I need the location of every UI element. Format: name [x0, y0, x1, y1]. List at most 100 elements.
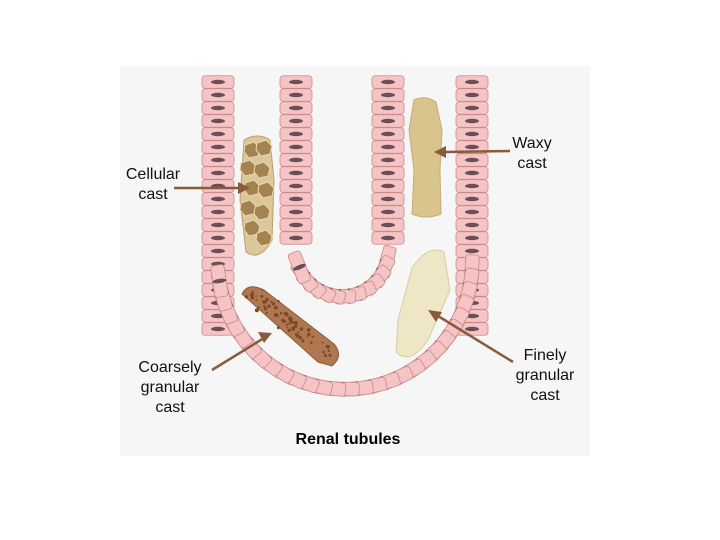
epithelial-cell [201, 153, 235, 167]
epithelial-cell [279, 231, 313, 245]
epithelial-cell [455, 88, 489, 102]
epithelial-cell [455, 244, 489, 258]
epithelial-cell [455, 179, 489, 193]
granule [250, 296, 254, 300]
granule [299, 327, 304, 331]
cellular-cast [239, 135, 275, 256]
granule [326, 345, 330, 349]
epithelial-cell [201, 114, 235, 128]
epithelial-cell [455, 114, 489, 128]
granule [260, 294, 264, 298]
finely-granular-cast [395, 249, 451, 358]
cast-cell [239, 159, 257, 177]
granule [306, 328, 311, 332]
tubule-cells [201, 75, 489, 397]
epithelial-cell [287, 250, 311, 284]
epithelial-cell [455, 75, 489, 89]
epithelial-cell [455, 218, 489, 232]
granule [288, 322, 291, 325]
granule [296, 336, 299, 338]
epithelial-cell [201, 205, 235, 219]
coarsely-granular-label-line3: cast [155, 399, 185, 416]
granule [293, 320, 298, 325]
granule [306, 333, 311, 337]
epithelial-cell [455, 127, 489, 141]
epithelial-cell [201, 218, 235, 232]
epithelial-cell [279, 114, 313, 128]
epithelial-cell [455, 231, 489, 245]
epithelial-cell [210, 264, 229, 298]
epithelial-cell [371, 101, 405, 115]
epithelial-cell [279, 166, 313, 180]
cast-cell [255, 139, 273, 157]
granule [251, 290, 254, 293]
figure-caption: Renal tubules [295, 431, 401, 448]
granule [310, 341, 313, 344]
granule [287, 328, 291, 332]
granule [276, 326, 280, 330]
granule [274, 305, 277, 308]
cast-cell [257, 181, 275, 199]
cellular-cast-label-line2: cast [138, 186, 168, 203]
epithelial-cell [371, 192, 405, 206]
granule [297, 330, 300, 333]
epithelial-cell [279, 101, 313, 115]
epithelial-cell [201, 101, 235, 115]
cast-cell [253, 203, 271, 221]
waxy-cast-arrow [434, 146, 511, 158]
granule [311, 335, 314, 338]
epithelial-cell [371, 205, 405, 219]
epithelial-cell [201, 231, 235, 245]
granule [306, 336, 309, 339]
granule [244, 295, 248, 299]
cast-cell [255, 229, 273, 247]
granule [279, 311, 283, 315]
epithelial-cell [279, 153, 313, 167]
granule [271, 302, 276, 306]
granule [270, 300, 273, 304]
epithelial-cell [279, 218, 313, 232]
epithelial-cell [279, 127, 313, 141]
epithelial-cell [371, 179, 405, 193]
granule [273, 313, 278, 317]
finely-granular-arrow [428, 310, 514, 364]
epithelial-cell [455, 153, 489, 167]
finely-granular-cast-label: Finely granular cast [500, 346, 590, 406]
waxy-cast [408, 97, 443, 218]
epithelial-cell [279, 88, 313, 102]
waxy-cast-label-line1: Waxy [512, 135, 552, 152]
granule [255, 299, 258, 301]
finely-granular-label-line2: granular [515, 367, 575, 384]
epithelial-cell [371, 153, 405, 167]
granule [291, 321, 294, 324]
cellular-cast-label: Cellular cast [112, 165, 194, 205]
granule [263, 305, 265, 307]
epithelial-cell [201, 192, 235, 206]
granule [321, 341, 324, 344]
epithelial-cell [201, 179, 235, 193]
waxy-cast-label-line2: cast [517, 155, 547, 172]
granule [285, 323, 288, 326]
granule [268, 305, 271, 308]
granule [283, 320, 287, 323]
granule [327, 349, 330, 353]
epithelial-cell [371, 231, 405, 245]
finely-granular-label-line1: Finely [523, 347, 567, 364]
granule [277, 300, 280, 303]
granule [323, 353, 328, 358]
epithelial-cell [371, 166, 405, 180]
epithelial-cell [371, 218, 405, 232]
epithelial-cell [201, 75, 235, 89]
granule [277, 315, 279, 318]
finely-granular-label-line3: cast [530, 387, 560, 404]
coarsely-granular-label-line2: granular [140, 379, 200, 396]
granule [286, 326, 289, 329]
cast-cell [253, 161, 271, 179]
cellular-cast-arrow [174, 182, 250, 194]
granule [291, 326, 295, 331]
epithelial-cell [279, 205, 313, 219]
granule [265, 297, 269, 302]
epithelial-cell [371, 88, 405, 102]
granule [254, 308, 259, 313]
